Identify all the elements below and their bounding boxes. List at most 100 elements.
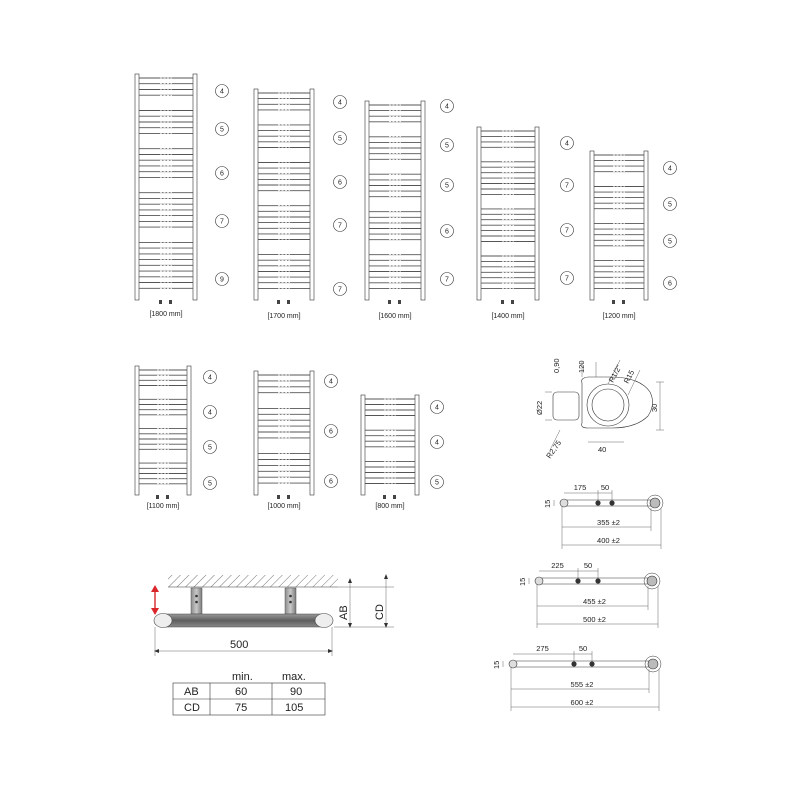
bar-count-circle — [203, 405, 217, 419]
radiator-valve — [622, 300, 625, 304]
rail-end-cap — [649, 497, 661, 509]
radiator-8: 445[800 mm] — [360, 394, 444, 510]
bar-count-label: 4 — [435, 440, 439, 447]
bar-count-label: 5 — [338, 136, 342, 143]
radiator-side-tube — [534, 126, 540, 301]
inner-length-label: 555 ±2 — [571, 680, 594, 689]
radiator-valve — [287, 495, 290, 499]
wall-mount-view: AB CD 500 — [151, 574, 394, 656]
radiator-valve — [383, 495, 386, 499]
bar-count-label: 7 — [565, 228, 569, 235]
offset-label: 275 — [536, 644, 549, 653]
rail-end-cap-right — [314, 613, 334, 628]
bar-count-label: 6 — [338, 180, 342, 187]
bar-count-circle — [663, 161, 677, 175]
rail-bar — [159, 613, 327, 628]
rail-end-ring — [643, 572, 661, 590]
radiator-side-tube — [309, 88, 315, 301]
adjustment-arrow-icon — [151, 585, 159, 615]
bar-count-label: 5 — [668, 202, 672, 209]
bar-count-circle — [203, 476, 217, 490]
radiator-side-tube — [134, 73, 140, 301]
bar-count-label: 5 — [668, 239, 672, 246]
bar-count-circle — [663, 234, 677, 248]
radiator-side-tube — [414, 394, 420, 496]
cross-section-detail: 0,90 120 R1/2" R15 Ø22 30 R2,75 40 — [535, 358, 664, 460]
rail-width-label: 15 — [543, 500, 552, 508]
bar-count-label: 5 — [445, 143, 449, 150]
bar-count-label: 6 — [668, 281, 672, 288]
bar-count-circle — [215, 214, 229, 228]
rail-outline — [561, 499, 656, 507]
rail-end-cap — [647, 658, 659, 670]
bar-count-circle — [324, 474, 338, 488]
bar-count-label: 4 — [565, 141, 569, 148]
bar-count-label: 7 — [220, 219, 224, 226]
bar-count-label: 7 — [565, 183, 569, 190]
mount-point — [595, 578, 601, 584]
bar-count-circle — [333, 282, 347, 296]
bar-count-circle — [560, 178, 574, 192]
bar-count-circle — [324, 374, 338, 388]
table-row-ab-max: 90 — [290, 686, 302, 698]
radiator-valve — [612, 300, 615, 304]
radiator-side-tube — [364, 100, 370, 301]
bar-count-label: 6 — [220, 171, 224, 178]
section-label-diameter: Ø22 — [535, 401, 544, 415]
bar-count-circle — [440, 99, 454, 113]
bar-count-circle — [215, 84, 229, 98]
section-label-depth: 30 — [650, 404, 659, 412]
bar-count-label: 5 — [208, 481, 212, 488]
rail-end-cap — [559, 498, 569, 508]
bar-count-label: 5 — [435, 480, 439, 487]
radiator-size-label: [1400 mm] — [491, 313, 524, 320]
bar-count-circle — [440, 138, 454, 152]
adjustment-table: min. max. AB 60 90 CD 75 105 — [172, 671, 326, 716]
radiator-side-tube — [589, 150, 595, 301]
radiator-side-tube — [134, 365, 140, 496]
spacing-label: 50 — [584, 561, 592, 570]
bar-count-label: 4 — [208, 375, 212, 382]
bar-count-label: 6 — [329, 479, 333, 486]
rail-width-label: 15 — [518, 578, 527, 586]
radiator-valve — [398, 300, 401, 304]
mount-width-label: 500 — [230, 639, 248, 651]
rail-end-ring — [644, 655, 662, 673]
ab-dimension-label: AB — [338, 605, 350, 620]
radiator-valve — [169, 300, 172, 304]
bar-count-label: 4 — [338, 100, 342, 107]
bar-count-circle — [333, 131, 347, 145]
inner-length-label: 355 ±2 — [597, 518, 620, 527]
radiator-7: 466[1000 mm] — [253, 370, 338, 510]
radiator-valve — [166, 495, 169, 499]
mount-point — [575, 578, 581, 584]
bar-count-circle — [324, 424, 338, 438]
bar-count-label: 4 — [445, 104, 449, 111]
radiator-size-label: [1000 mm] — [267, 503, 300, 510]
table-row-cd-max: 105 — [285, 702, 303, 714]
rail-end-cap — [646, 575, 658, 587]
rail-end-ring — [646, 494, 664, 512]
table-row-cd-min: 75 — [235, 702, 247, 714]
bar-count-circle — [663, 276, 677, 290]
bar-count-circle — [215, 272, 229, 286]
radiator-side-tube — [309, 370, 315, 496]
rail-outline — [536, 577, 653, 585]
radiator-valve — [287, 300, 290, 304]
rail-end-cap-left — [153, 613, 173, 628]
wall-hatch — [168, 575, 338, 587]
bar-count-label: 5 — [220, 127, 224, 134]
radiator-side-tube — [476, 126, 482, 301]
inner-length-label: 455 ±2 — [583, 597, 606, 606]
bar-count-label: 4 — [668, 166, 672, 173]
bar-count-label: 6 — [329, 429, 333, 436]
bar-count-circle — [663, 197, 677, 211]
bar-count-circle — [430, 475, 444, 489]
